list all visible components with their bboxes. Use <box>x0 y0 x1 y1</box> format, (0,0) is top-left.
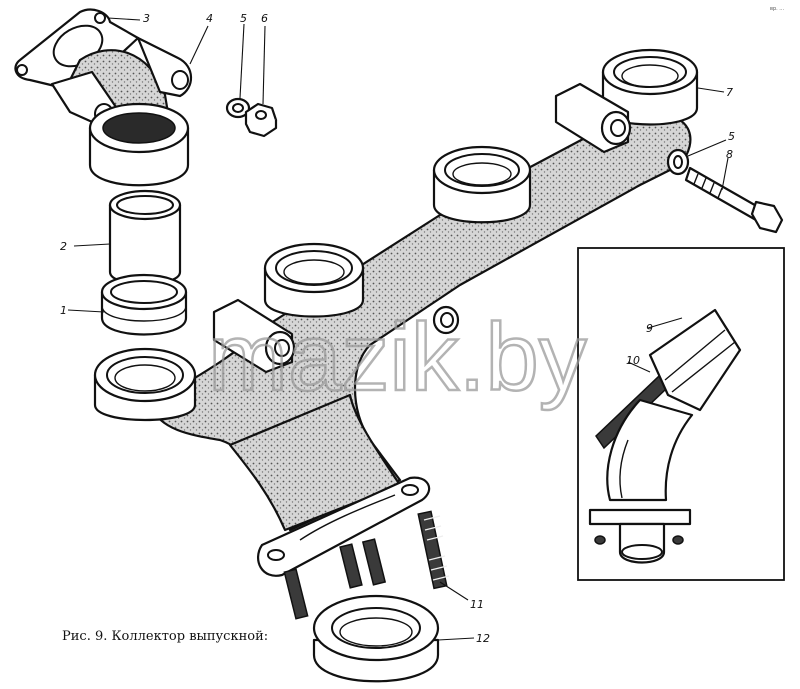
callout-5-top: 5 <box>240 12 247 25</box>
callout-2: 2 <box>60 240 67 253</box>
elbow-pipe <box>14 8 193 187</box>
callout-3: 3 <box>143 12 150 25</box>
connecting-pipe <box>108 189 182 286</box>
callout-10: 10 <box>626 354 640 367</box>
gasket-ring <box>312 594 440 683</box>
watermark: mazik.by <box>208 304 587 411</box>
callout-6: 6 <box>261 12 268 25</box>
washer-top <box>225 97 251 119</box>
mounting-boss-rear <box>554 82 632 154</box>
callout-5-right: 5 <box>728 130 735 143</box>
port-middle-right <box>432 145 532 224</box>
mounting-boss-front <box>212 298 296 374</box>
bolt <box>684 166 784 234</box>
callout-8: 8 <box>726 148 733 161</box>
inset-detail <box>577 247 785 581</box>
outlet-flange <box>256 476 431 577</box>
callout-12: 12 <box>476 632 490 645</box>
port-middle-left <box>263 242 365 318</box>
sealing-ring <box>100 273 188 336</box>
callout-11: 11 <box>470 598 484 611</box>
corner-mark: вр. ... <box>770 6 784 12</box>
nut <box>244 102 278 138</box>
flange-studs <box>283 538 387 620</box>
washer-right <box>666 148 690 176</box>
port-front-left <box>93 347 197 422</box>
callout-9: 9 <box>646 322 653 335</box>
runner-boss <box>432 305 460 335</box>
callout-4: 4 <box>206 12 213 25</box>
callout-numbers: 3 4 5 6 2 1 7 5 8 9 10 11 12 <box>60 12 735 645</box>
figure-caption: Рис. 9. Коллектор выпускной: <box>62 629 268 644</box>
stud <box>417 510 450 590</box>
leader-lines <box>67 17 729 641</box>
callout-1: 1 <box>60 304 67 317</box>
callout-7: 7 <box>726 86 733 99</box>
